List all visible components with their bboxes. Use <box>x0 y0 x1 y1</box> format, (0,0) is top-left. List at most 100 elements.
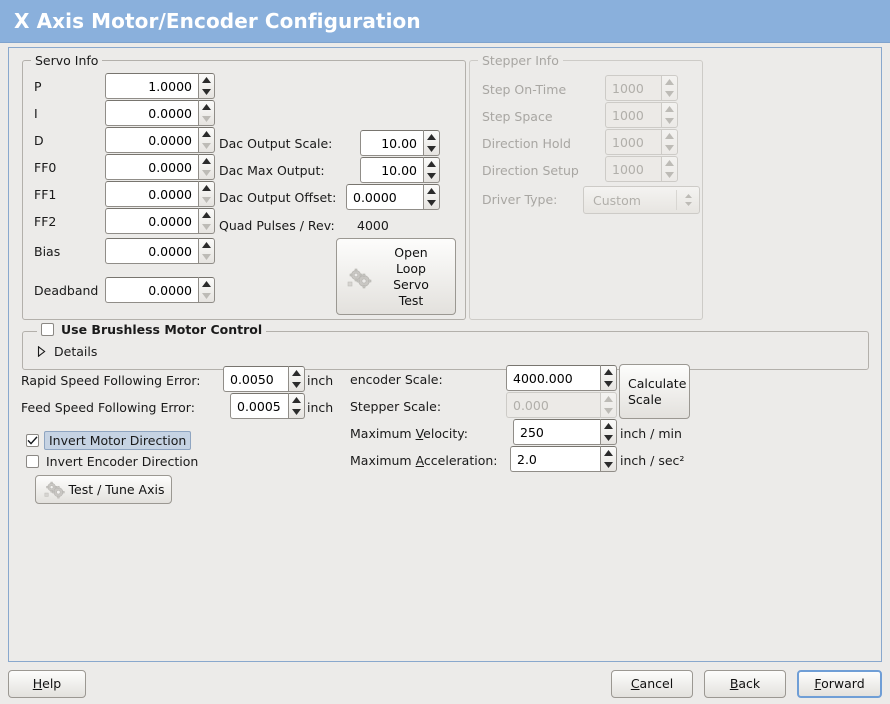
chevron-updown-icon <box>677 193 699 207</box>
servo-spin-bias[interactable]: 0.0000 <box>105 238 215 264</box>
spin-up-icon[interactable] <box>199 101 214 113</box>
spin-down-icon[interactable] <box>424 143 439 155</box>
servo-spin-ff2-value[interactable]: 0.0000 <box>105 208 198 234</box>
cancel-label: Cancel <box>630 676 674 691</box>
spin-down-icon[interactable] <box>424 170 439 182</box>
servo-spin-i-buttons[interactable] <box>198 100 215 126</box>
servo-spin-i[interactable]: 0.0000 <box>105 100 215 126</box>
servo-spin-d[interactable]: 0.0000 <box>105 127 215 153</box>
maximum-velocity-value[interactable]: 250 <box>513 419 600 445</box>
dac-output-scale-value[interactable]: 10.00 <box>360 130 423 156</box>
spin-up-icon[interactable] <box>199 74 214 86</box>
spin-down-icon[interactable] <box>199 86 214 98</box>
cancel-button[interactable]: Cancel <box>611 670 693 698</box>
servo-spin-bias-value[interactable]: 0.0000 <box>105 238 198 264</box>
spin-down-icon[interactable] <box>289 379 304 391</box>
spin-up-icon[interactable] <box>601 447 616 459</box>
spin-up-icon[interactable] <box>289 367 304 379</box>
spin-up-icon[interactable] <box>199 278 214 290</box>
servo-spin-deadband[interactable]: 0.0000 <box>105 277 215 303</box>
servo-spin-ff2-buttons[interactable] <box>198 208 215 234</box>
encoder-scale-spin[interactable]: 4000.000 <box>506 365 617 391</box>
open-loop-servo-test-label: Open Loop Servo Test <box>393 244 429 308</box>
feed-speed-following-error-value[interactable]: 0.0005 <box>230 393 288 419</box>
invert-encoder-direction-label: Invert Encoder Direction <box>46 454 199 469</box>
dac-max-output-value[interactable]: 10.00 <box>360 157 423 183</box>
direction-hold-buttons <box>661 129 678 155</box>
dac-output-offset-spin[interactable]: 0.0000 <box>346 184 440 210</box>
servo-spin-ff0[interactable]: 0.0000 <box>105 154 215 180</box>
servo-spin-ff1[interactable]: 0.0000 <box>105 181 215 207</box>
servo-spin-d-buttons[interactable] <box>198 127 215 153</box>
servo-spin-p-value[interactable]: 1.0000 <box>105 73 198 99</box>
servo-spin-ff1-value[interactable]: 0.0000 <box>105 181 198 207</box>
invert-encoder-direction-checkbox[interactable]: Invert Encoder Direction <box>26 454 198 469</box>
open-loop-servo-test-button[interactable]: Open Loop Servo Test <box>336 238 456 315</box>
servo-spin-deadband-value[interactable]: 0.0000 <box>105 277 198 303</box>
dac-output-scale-buttons[interactable] <box>423 130 440 156</box>
spin-up-icon[interactable] <box>424 185 439 197</box>
spin-up-icon[interactable] <box>601 366 616 378</box>
dac-max-output-buttons[interactable] <box>423 157 440 183</box>
spin-down-icon <box>199 194 214 206</box>
details-expander[interactable]: Details <box>35 344 97 359</box>
dac-output-scale-label: Dac Output Scale: <box>219 136 333 151</box>
servo-spin-p-buttons[interactable] <box>198 73 215 99</box>
servo-spin-p[interactable]: 1.0000 <box>105 73 215 99</box>
dac-output-scale-spin[interactable]: 10.00 <box>360 130 440 156</box>
spin-down-icon[interactable] <box>601 459 616 471</box>
servo-spin-bias-buttons[interactable] <box>198 238 215 264</box>
spin-up-icon[interactable] <box>424 158 439 170</box>
spin-up-icon[interactable] <box>601 420 616 432</box>
spin-up-icon[interactable] <box>199 209 214 221</box>
checkbox-box[interactable] <box>41 323 54 336</box>
driver-type-value: Custom <box>593 192 641 208</box>
spin-down-icon <box>662 115 677 127</box>
servo-spin-ff0-value[interactable]: 0.0000 <box>105 154 198 180</box>
rapid-speed-spin-buttons[interactable] <box>288 366 305 392</box>
help-button[interactable]: Help <box>8 670 86 698</box>
dac-output-offset-buttons[interactable] <box>423 184 440 210</box>
maximum-velocity-spin[interactable]: 250 <box>513 419 617 445</box>
calculate-scale-button[interactable]: Calculate Scale <box>619 364 690 419</box>
spin-down-icon[interactable] <box>289 406 304 418</box>
step-space-label: Step Space <box>482 109 553 124</box>
dac-output-offset-value[interactable]: 0.0000 <box>346 184 423 210</box>
spin-up-icon[interactable] <box>199 128 214 140</box>
maximum-velocity-buttons[interactable] <box>600 419 617 445</box>
feed-speed-spin-buttons[interactable] <box>288 393 305 419</box>
dac-max-output-spin[interactable]: 10.00 <box>360 157 440 183</box>
back-button[interactable]: Back <box>704 670 786 698</box>
spin-up-icon[interactable] <box>199 239 214 251</box>
rapid-speed-following-error-spin[interactable]: 0.0050 <box>223 366 305 392</box>
spin-up-icon[interactable] <box>199 182 214 194</box>
maximum-acceleration-buttons[interactable] <box>600 446 617 472</box>
spin-down-icon[interactable] <box>424 197 439 209</box>
forward-button[interactable]: Forward <box>797 670 882 698</box>
servo-spin-i-value[interactable]: 0.0000 <box>105 100 198 126</box>
test-tune-axis-label: Test / Tune Axis <box>68 481 165 497</box>
use-brushless-motor-control-checkbox[interactable]: Use Brushless Motor Control <box>37 322 267 337</box>
invert-motor-direction-checkbox[interactable]: Invert Motor Direction <box>26 431 192 450</box>
spin-down-icon[interactable] <box>601 432 616 444</box>
servo-spin-ff0-buttons[interactable] <box>198 154 215 180</box>
feed-speed-following-error-spin[interactable]: 0.0005 <box>230 393 305 419</box>
encoder-scale-buttons[interactable] <box>600 365 617 391</box>
checkbox-box[interactable] <box>26 455 39 468</box>
servo-spin-deadband-buttons[interactable] <box>198 277 215 303</box>
rapid-speed-following-error-value[interactable]: 0.0050 <box>223 366 288 392</box>
spin-down-icon[interactable] <box>601 378 616 390</box>
servo-spin-ff1-buttons[interactable] <box>198 181 215 207</box>
test-tune-axis-button[interactable]: Test / Tune Axis <box>35 475 172 504</box>
chevron-right-icon[interactable] <box>35 346 48 357</box>
encoder-scale-value[interactable]: 4000.000 <box>506 365 600 391</box>
servo-spin-ff2[interactable]: 0.0000 <box>105 208 215 234</box>
checkbox-box[interactable] <box>26 434 39 447</box>
maximum-acceleration-label-post: cceleration: <box>423 453 498 468</box>
maximum-acceleration-spin[interactable]: 2.0 <box>510 446 617 472</box>
servo-spin-d-value[interactable]: 0.0000 <box>105 127 198 153</box>
spin-up-icon[interactable] <box>289 394 304 406</box>
maximum-acceleration-value[interactable]: 2.0 <box>510 446 600 472</box>
spin-up-icon[interactable] <box>424 131 439 143</box>
spin-up-icon[interactable] <box>199 155 214 167</box>
